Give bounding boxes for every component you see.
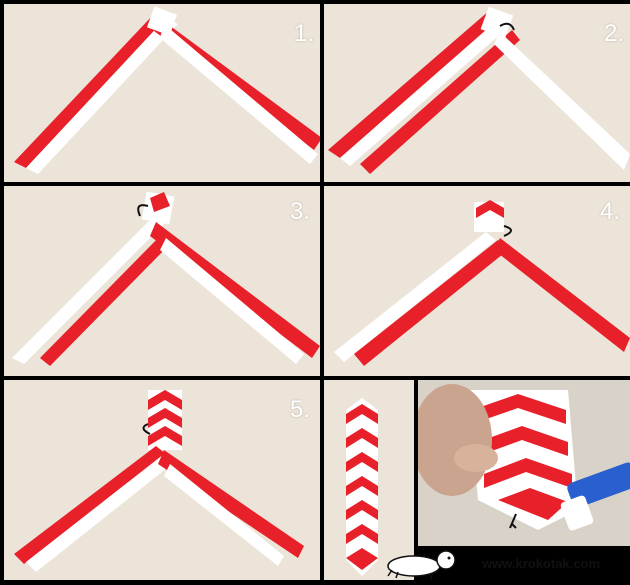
step-2-paper-strips [324,4,630,182]
step-2-panel: 2. [324,4,630,182]
step-4-panel: 4. [324,186,630,376]
step-1-number: 1. [294,20,314,48]
step-2-number: 2. [604,20,624,48]
step-5-paper-strips [4,380,320,580]
step-5-panel: 5. [4,380,320,580]
step-1-panel: 1. [4,4,320,182]
step-5-number: 5. [290,396,310,424]
step-3-number: 3. [290,198,310,226]
step-3-paper-strips [4,186,320,376]
watermark-url: www.krokotak.com [482,556,600,571]
step-4-number: 4. [600,198,620,226]
gluing-scene [418,380,630,546]
step-4-paper-strips [324,186,630,376]
step-3-panel: 3. [4,186,320,376]
gluing-photo-panel [418,380,630,546]
krokotak-logo-icon [386,548,466,580]
step-1-paper-strips [4,4,320,182]
